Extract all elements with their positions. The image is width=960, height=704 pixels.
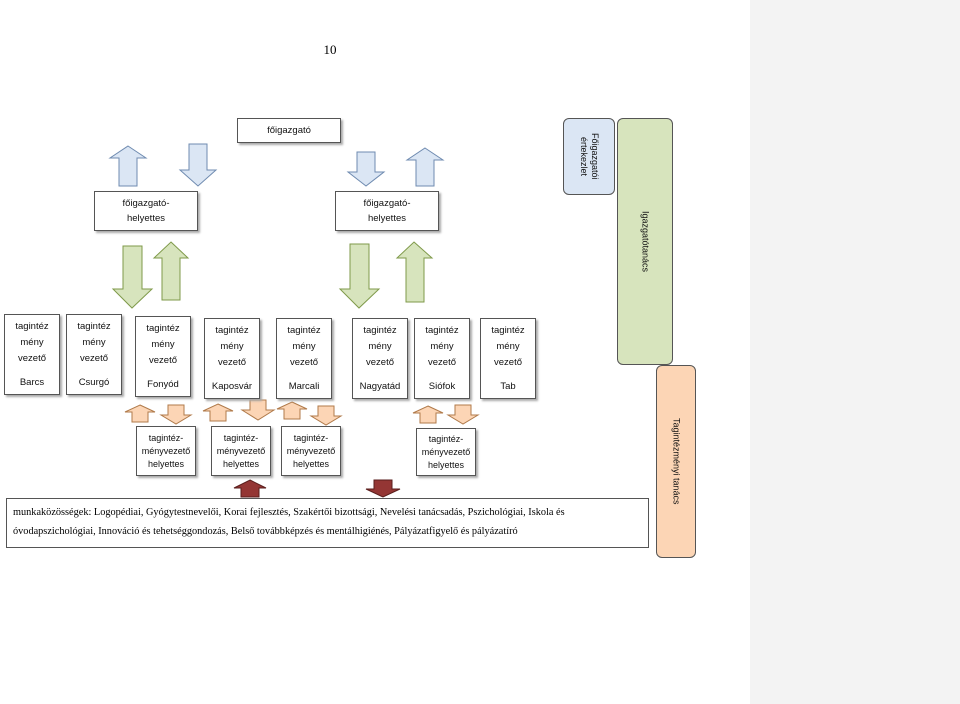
director-council-panel: Főigazgatói értekezlet (563, 118, 615, 195)
deputy-director-label: főigazgató- helyettes (122, 198, 170, 224)
arrow-up-orange (202, 403, 234, 422)
document-page: 10 főigazgató főigazgat (4, 42, 696, 558)
unit-role-label: tagintéz mény vezető (146, 323, 180, 366)
arrow-down-blue (346, 151, 386, 187)
unit-role-label: tagintéz mény vezető (287, 325, 321, 368)
unit-role-label: tagintéz mény vezető (425, 325, 459, 368)
unit-deputy-box: tagintéz- ményvezető helyettes (281, 426, 341, 476)
unit-deputy-label: tagintéz- ményvezető helyettes (286, 432, 336, 469)
arrow-up-green (152, 241, 190, 301)
unit-deputy-label: tagintéz- ményvezető helyettes (421, 433, 471, 470)
unit-role-label: tagintéz mény vezető (77, 321, 111, 364)
unit-deputy-label: tagintéz- ményvezető helyettes (216, 432, 266, 469)
unit-city-label: Tab (500, 381, 516, 392)
arrow-down-orange (159, 404, 193, 425)
arrow-up-orange (412, 405, 444, 424)
unit-role-label: tagintéz mény vezető (215, 325, 249, 368)
director-box: főigazgató (237, 118, 341, 143)
page-number: 10 (323, 42, 337, 57)
arrow-up-orange (124, 404, 156, 423)
unit-role-label: tagintéz mény vezető (15, 321, 49, 364)
org-chart-arrows (108, 143, 480, 498)
work-communities-text: munkaközösségek: Logopédiai, Gyógytestne… (13, 507, 565, 537)
deputy-director-box: főigazgató- helyettes (335, 191, 439, 231)
arrow-down-blue (178, 143, 218, 187)
unit-city-label: Kaposvár (211, 381, 253, 392)
arrow-up-orange (276, 401, 308, 420)
director-label: főigazgató (267, 125, 311, 136)
arrow-down-green (111, 245, 154, 309)
arrow-down-green (338, 243, 381, 309)
arrow-up-blue (108, 145, 148, 187)
work-communities-box: munkaközösségek: Logopédiai, Gyógytestne… (6, 498, 649, 548)
unit-head-box-marcali: tagintéz mény vezető Marcali (276, 318, 332, 399)
unit-head-box-barcs: tagintéz mény vezető Barcs (4, 314, 60, 395)
deputy-director-box: főigazgató- helyettes (94, 191, 198, 231)
comment-pane (750, 0, 960, 704)
arrow-down-orange (240, 399, 276, 421)
unit-city-label: Nagyatád (359, 381, 401, 392)
management-board-label: Igazgatótanács (640, 210, 651, 273)
unit-head-box-kaposvar: tagintéz mény vezető Kaposvár (204, 318, 260, 399)
arrow-down-orange (309, 405, 343, 426)
unit-role-label: tagintéz mény vezető (363, 325, 397, 368)
unit-deputy-label: tagintéz- ményvezető helyettes (141, 432, 191, 469)
arrow-up-blue (405, 147, 445, 187)
unit-city-label: Fonyód (147, 379, 179, 390)
deputy-director-label: főigazgató- helyettes (363, 198, 411, 224)
unit-city-label: Marcali (288, 381, 320, 392)
director-council-label: Főigazgatói értekezlet (579, 133, 600, 180)
unit-head-box-tab: tagintéz mény vezető Tab (480, 318, 536, 399)
unit-role-label: tagintéz mény vezető (491, 325, 525, 368)
unit-city-label: Csurgó (78, 377, 110, 388)
unit-city-label: Barcs (19, 377, 45, 388)
arrow-down-red (365, 479, 401, 498)
arrow-down-orange (446, 404, 480, 425)
unit-deputy-box: tagintéz- ményvezető helyettes (136, 426, 196, 476)
arrow-up-green (395, 241, 434, 303)
unit-head-box-siofok: tagintéz mény vezető Siófok (414, 318, 470, 399)
unit-board-panel: Tagintézményi tanács (656, 365, 696, 558)
arrow-up-red (233, 479, 267, 498)
unit-board-label: Tagintézményi tanács (671, 418, 682, 505)
unit-deputy-box: tagintéz- ményvezető helyettes (416, 428, 476, 476)
unit-head-box-nagyatad: tagintéz mény vezető Nagyatád (352, 318, 408, 399)
unit-city-label: Siófok (428, 381, 456, 392)
unit-head-box-csurgo: tagintéz mény vezető Csurgó (66, 314, 122, 395)
unit-head-box-fonyod: tagintéz mény vezető Fonyód (135, 316, 191, 397)
management-board-panel: Igazgatótanács (617, 118, 673, 365)
unit-deputy-box: tagintéz- ményvezető helyettes (211, 426, 271, 476)
